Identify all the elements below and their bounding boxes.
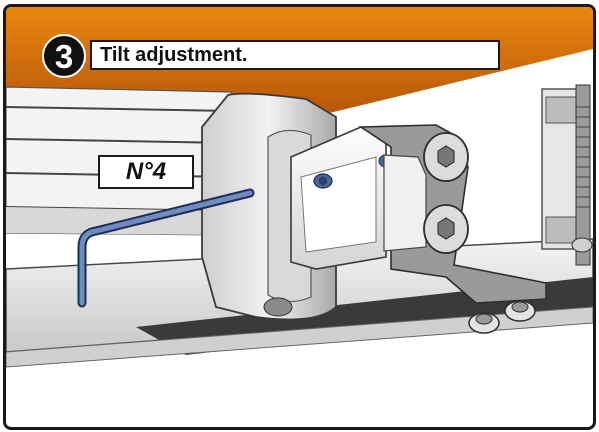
threaded-rod — [575, 84, 591, 266]
instruction-panel: 3 Tilt adjustment. N°4 — [3, 4, 596, 430]
tool-size-label: N°4 — [98, 155, 194, 189]
assembly-illustration — [6, 7, 593, 368]
cap-bolt-lower — [423, 204, 469, 254]
step-number-badge: 3 — [42, 34, 86, 78]
cap-bolt-upper — [423, 132, 469, 182]
step-title: Tilt adjustment. — [90, 40, 500, 70]
hex-key-icon — [77, 188, 255, 308]
bottom-bolts — [468, 300, 536, 334]
